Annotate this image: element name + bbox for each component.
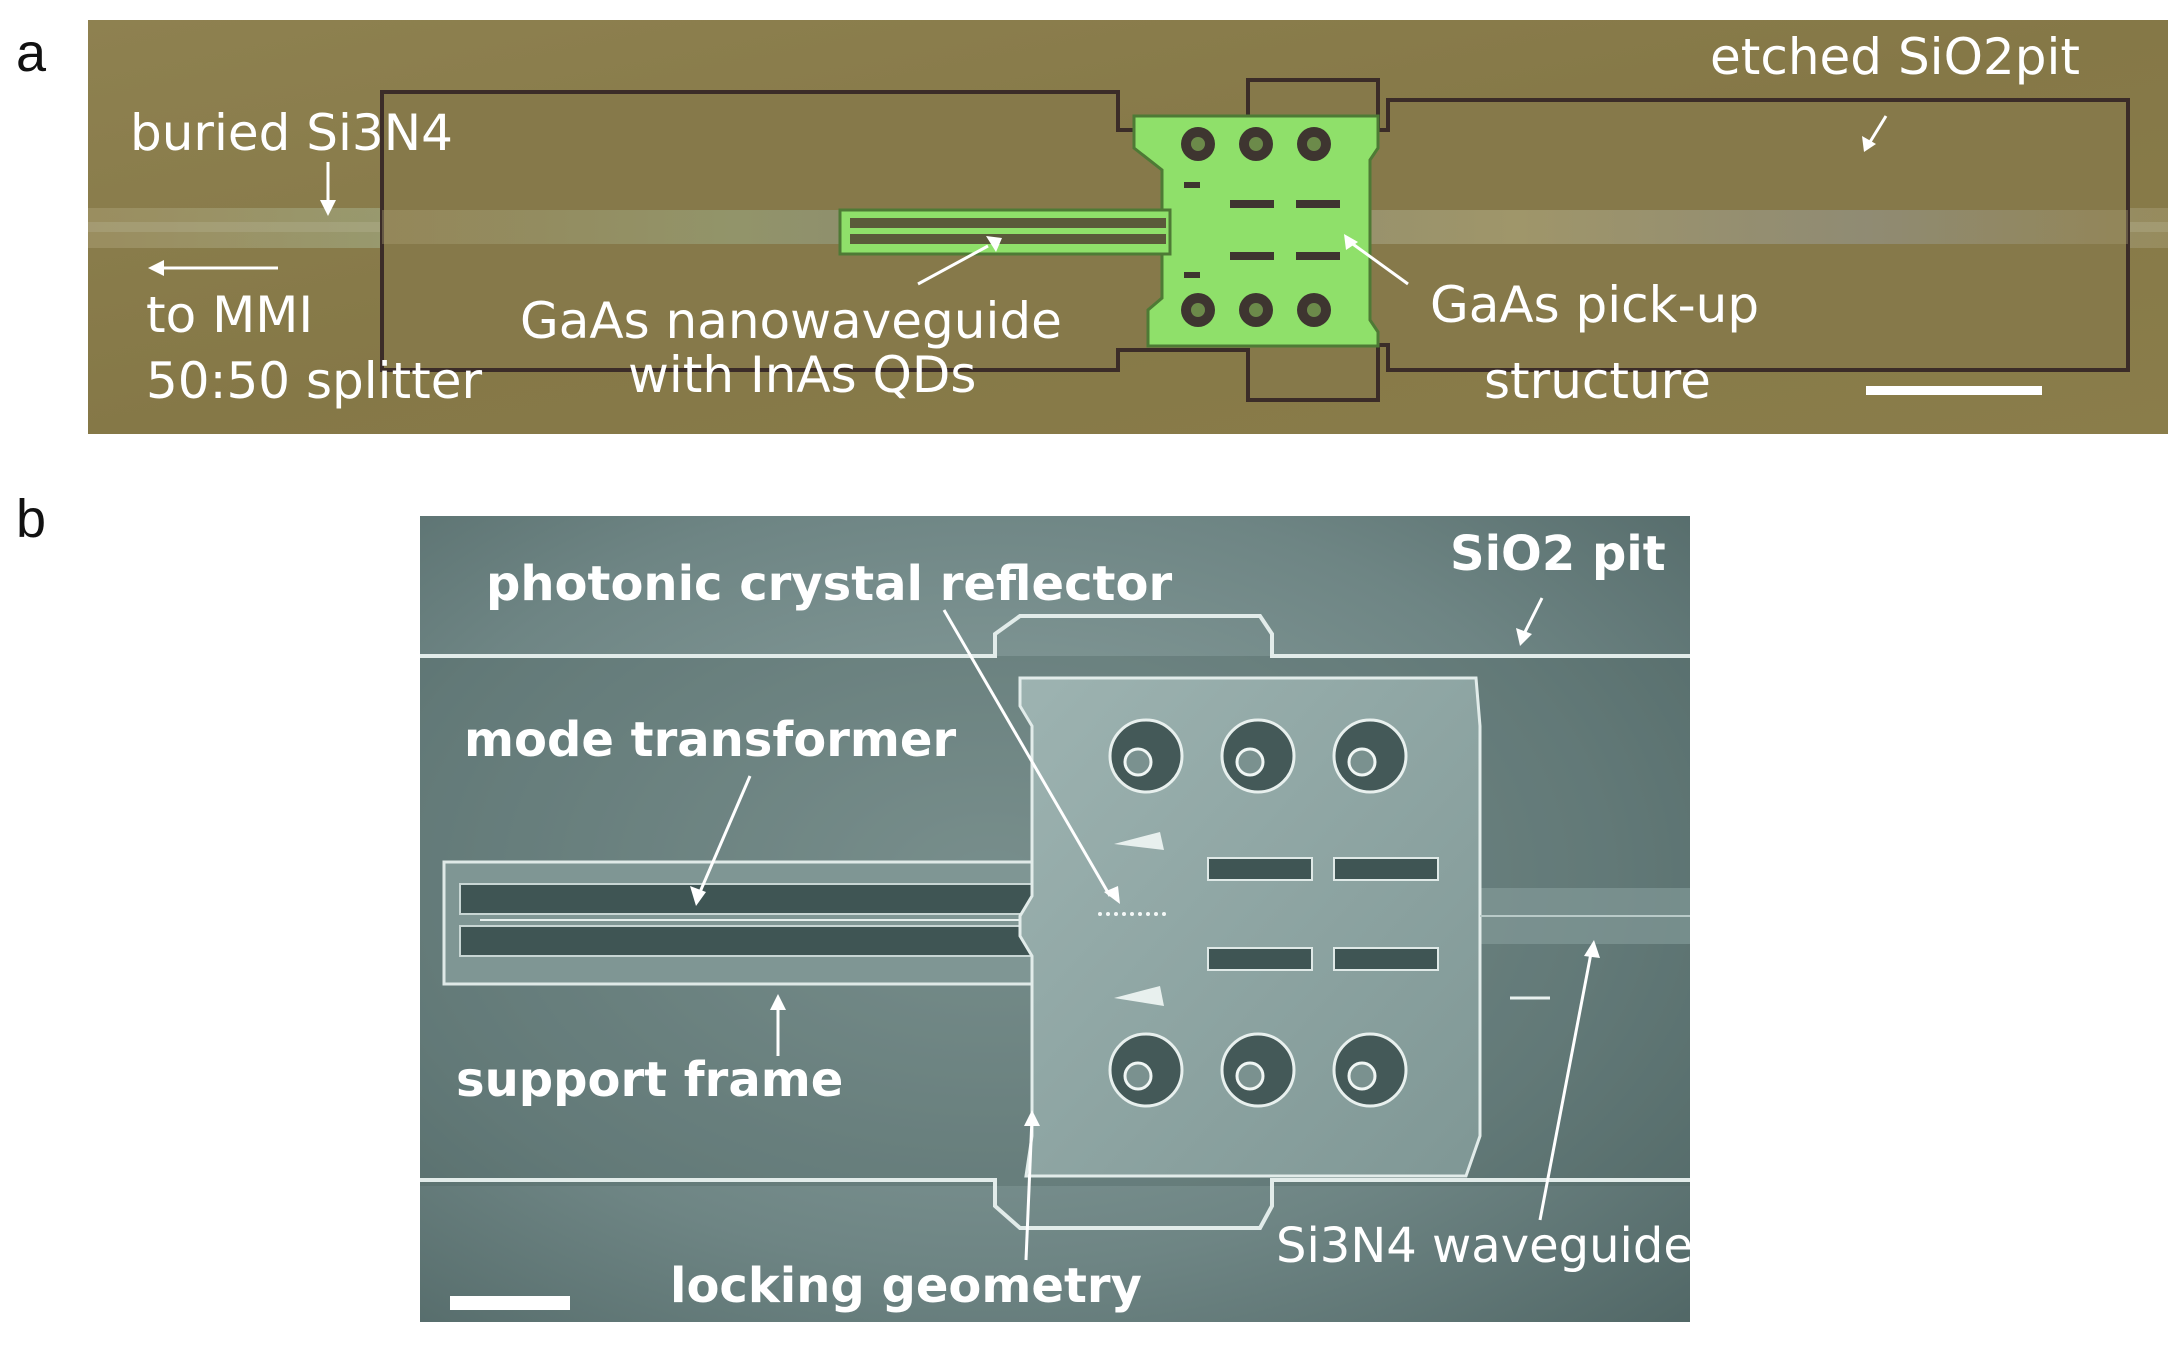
label-sio2-pit: SiO2 pit xyxy=(1450,526,1666,582)
scale-bar-b xyxy=(450,1296,570,1310)
sio2-pit-outline xyxy=(420,614,1690,658)
label-locking-geometry: locking geometry xyxy=(670,1258,1142,1314)
label-splitter: 50:50 splitter xyxy=(146,352,483,410)
gaas-pickup-structure xyxy=(838,114,1380,348)
panel-b-sem: photonic crystal reflector mode transfor… xyxy=(420,516,1690,1322)
label-nanowaveguide: GaAs nanowaveguide xyxy=(520,292,1062,350)
pickup-plate xyxy=(1018,676,1482,1178)
panel-letter-a: a xyxy=(16,23,47,83)
panel-a-micrograph: buried Si3N4 to MMI 50:50 splitter GaAs … xyxy=(88,20,2168,434)
scale-bar-a xyxy=(1866,386,2042,395)
label-mode-transformer: mode transformer xyxy=(464,712,956,768)
label-structure: structure xyxy=(1484,352,1711,410)
label-with-inas-qds: with InAs QDs xyxy=(628,346,976,404)
label-support-frame: support frame xyxy=(456,1052,843,1108)
label-si3n4-waveguide: Si3N4 waveguide xyxy=(1276,1218,1690,1274)
label-gaas-pickup: GaAs pick-up xyxy=(1430,276,1759,334)
label-photonic-crystal-reflector: photonic crystal reflector xyxy=(486,556,1172,612)
label-buried-si3n4: buried Si3N4 xyxy=(130,104,453,162)
panel-letter-b: b xyxy=(16,489,47,549)
support-frame xyxy=(442,860,1120,986)
label-to-mmi: to MMI xyxy=(146,286,313,344)
label-etched-sio2pit: etched SiO2pit xyxy=(1710,28,2080,86)
